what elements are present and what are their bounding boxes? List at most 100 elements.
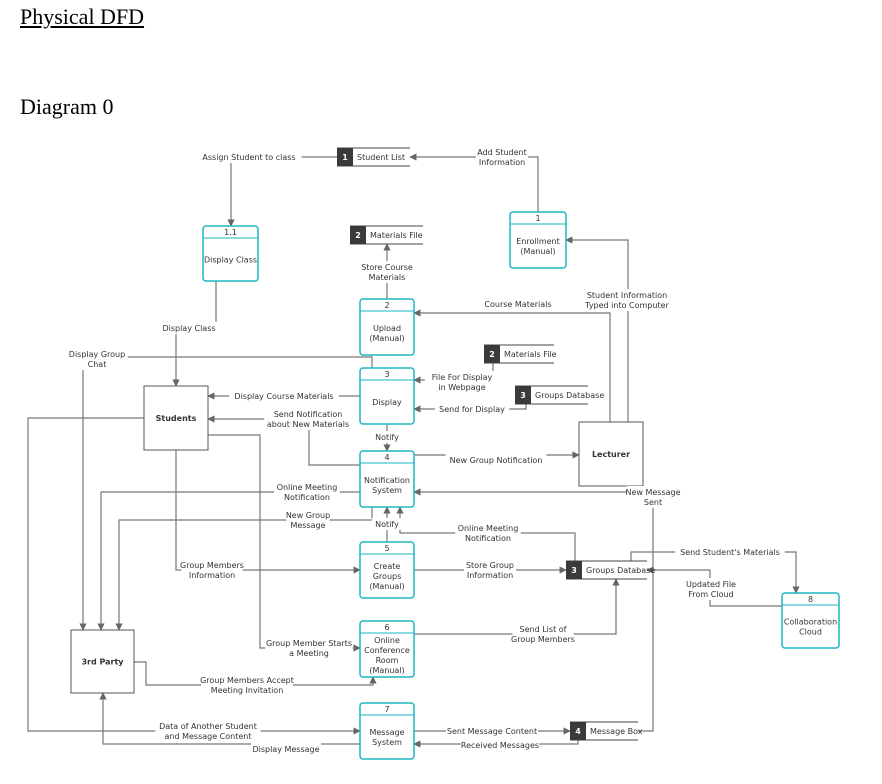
flow-label-bg <box>455 522 521 544</box>
flow-line <box>134 661 377 686</box>
flow-label-text: Notify <box>375 520 399 529</box>
store-id: 3 <box>571 566 577 575</box>
flow-label-text: Display Group <box>69 350 125 359</box>
process-box <box>359 541 415 599</box>
process-id: 7 <box>384 705 389 714</box>
flow-label-bg <box>583 289 671 311</box>
process-id: 4 <box>384 453 389 462</box>
flow-line <box>97 491 360 631</box>
entity-lecturer: Lecturer <box>578 421 644 487</box>
store-bg <box>484 345 554 363</box>
flow-label-bg <box>66 348 128 370</box>
process-label: Conference <box>364 646 410 655</box>
flow-label: New Group Notification <box>445 454 547 466</box>
entity-box <box>70 629 135 694</box>
process-box <box>509 211 567 269</box>
process-label: System <box>372 738 402 747</box>
entity-label: Students <box>156 414 197 423</box>
process-label: Groups <box>373 572 402 581</box>
flow-label-bg <box>251 743 321 755</box>
flow-label-text: Information <box>479 158 525 167</box>
store-name: Materials File <box>370 231 423 240</box>
flow-label-bg <box>274 481 340 503</box>
flow-label-text: Assign Student to class <box>202 153 295 162</box>
flow-label-bg <box>434 403 510 415</box>
flow-label-text: Group Members <box>511 635 575 644</box>
flow-label-text: Send List of <box>520 625 567 634</box>
flow-label: Display Class <box>158 322 220 334</box>
flow-label-bg <box>286 509 330 531</box>
flow-label-text: Typed into Computer <box>584 301 669 310</box>
flow-label-text: Group Members Accept <box>200 676 294 685</box>
flow-label-text: Course Materials <box>484 300 551 309</box>
process-box <box>202 225 259 282</box>
flow-label-text: Display Class <box>162 324 215 333</box>
process-id: 8 <box>808 595 813 604</box>
flow-label-text: Store Course <box>361 263 413 272</box>
flow-label-text: Received Messages <box>461 741 539 750</box>
process-box <box>359 450 415 508</box>
store-name: Groups Database <box>586 566 655 575</box>
flow-label-text: Materials <box>369 273 406 282</box>
flow-label: Received Messages <box>460 739 540 751</box>
flow-label-text: Send Notification <box>274 410 343 419</box>
process-box <box>359 367 415 425</box>
store-id-box <box>350 226 366 244</box>
process-label: System <box>372 486 402 495</box>
store-name: Student List <box>357 153 405 162</box>
flow-line <box>79 356 373 631</box>
process-label: (Manual) <box>369 334 404 343</box>
flow-line <box>565 236 629 422</box>
process-box <box>359 620 415 678</box>
flow-label-bg <box>358 261 416 283</box>
flow-label-bg <box>626 486 680 508</box>
process-id: 5 <box>384 544 389 553</box>
flow-label-text: New Group Notification <box>450 456 543 465</box>
flow-label-bg <box>201 674 293 696</box>
store-bg <box>337 148 410 166</box>
process-id: 3 <box>384 370 389 379</box>
flow-line <box>409 153 539 212</box>
process-label: Display <box>372 398 402 407</box>
flow-label-text: Information <box>467 571 513 580</box>
flow-label-text: Message <box>290 521 325 530</box>
process-box <box>781 592 840 649</box>
flow-label-bg <box>371 431 403 443</box>
store-bg <box>566 561 647 579</box>
flow-label-text: Notify <box>375 433 399 442</box>
flow-label-text: Sent Message Content <box>447 727 537 736</box>
flow-label-text: and Message Content <box>164 732 251 741</box>
flow-label-bg <box>155 720 261 742</box>
process-label: Collaboration <box>784 618 837 627</box>
flow-label-bg <box>675 546 785 558</box>
flow-label-bg <box>682 578 740 600</box>
flow-line <box>115 507 373 631</box>
process-label: Enrollment <box>516 237 560 246</box>
flow-label-bg <box>229 390 339 402</box>
flow-label: Assign Student to class <box>196 151 302 163</box>
diagram-subtitle: Diagram 0 <box>20 94 114 119</box>
entity-label: 3rd Party <box>81 658 124 667</box>
flow-label-text: Notification <box>284 493 330 502</box>
store-id: 3 <box>520 391 526 400</box>
